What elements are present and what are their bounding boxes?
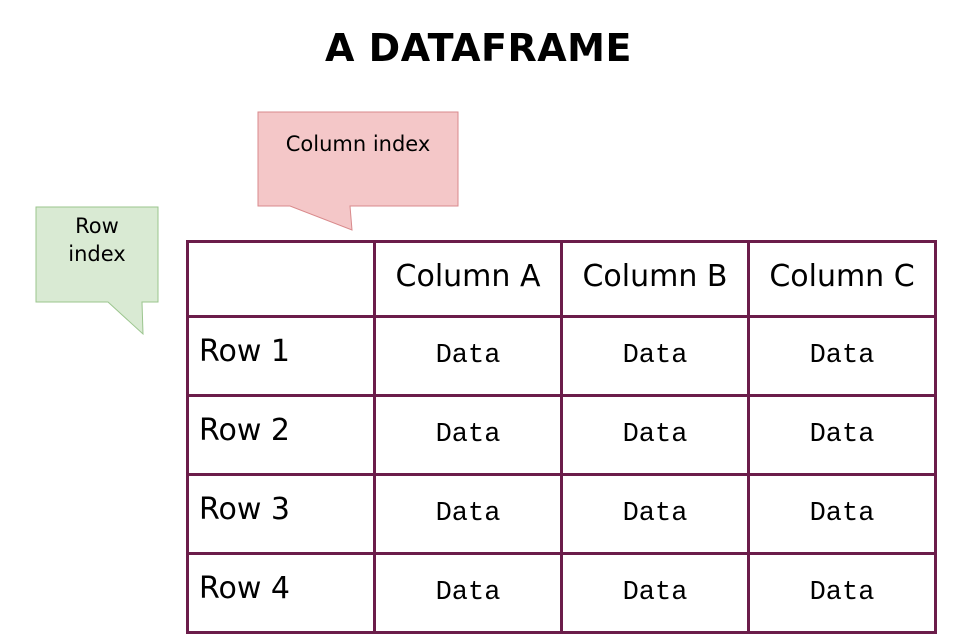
page-title: A DATAFRAME [325,26,632,70]
row-header: Row 4 [186,552,376,634]
corner-cell [186,240,376,318]
data-cell: Data [560,394,750,476]
data-cell: Data [373,552,563,634]
data-cell: Data [373,394,563,476]
row-index-label: Row index [36,212,158,268]
data-cell: Data [560,473,750,555]
table-row: Row 1 Data Data Data [186,315,937,397]
data-cell: Data [747,552,937,634]
row-index-text-line1: Row [75,214,119,238]
row-header: Row 2 [186,394,376,476]
column-header: Column B [560,240,750,318]
data-cell: Data [560,315,750,397]
row-header: Row 3 [186,473,376,555]
data-cell: Data [747,394,937,476]
data-cell: Data [747,473,937,555]
column-header: Column C [747,240,937,318]
column-index-callout [257,111,459,231]
data-cell: Data [747,315,937,397]
data-cell: Data [373,473,563,555]
header-row: Column A Column B Column C [186,240,937,318]
column-index-text: Column index [285,132,431,156]
table-row: Row 4 Data Data Data [186,552,937,634]
column-index-label: Column index [258,130,458,158]
row-header: Row 1 [186,315,376,397]
row-index-text-line2: index [68,242,126,266]
table-row: Row 3 Data Data Data [186,473,937,555]
dataframe-table: Column A Column B Column C Row 1 Data Da… [186,240,937,634]
data-cell: Data [560,552,750,634]
table-row: Row 2 Data Data Data [186,394,937,476]
row-index-callout [35,206,159,336]
column-header: Column A [373,240,563,318]
data-cell: Data [373,315,563,397]
